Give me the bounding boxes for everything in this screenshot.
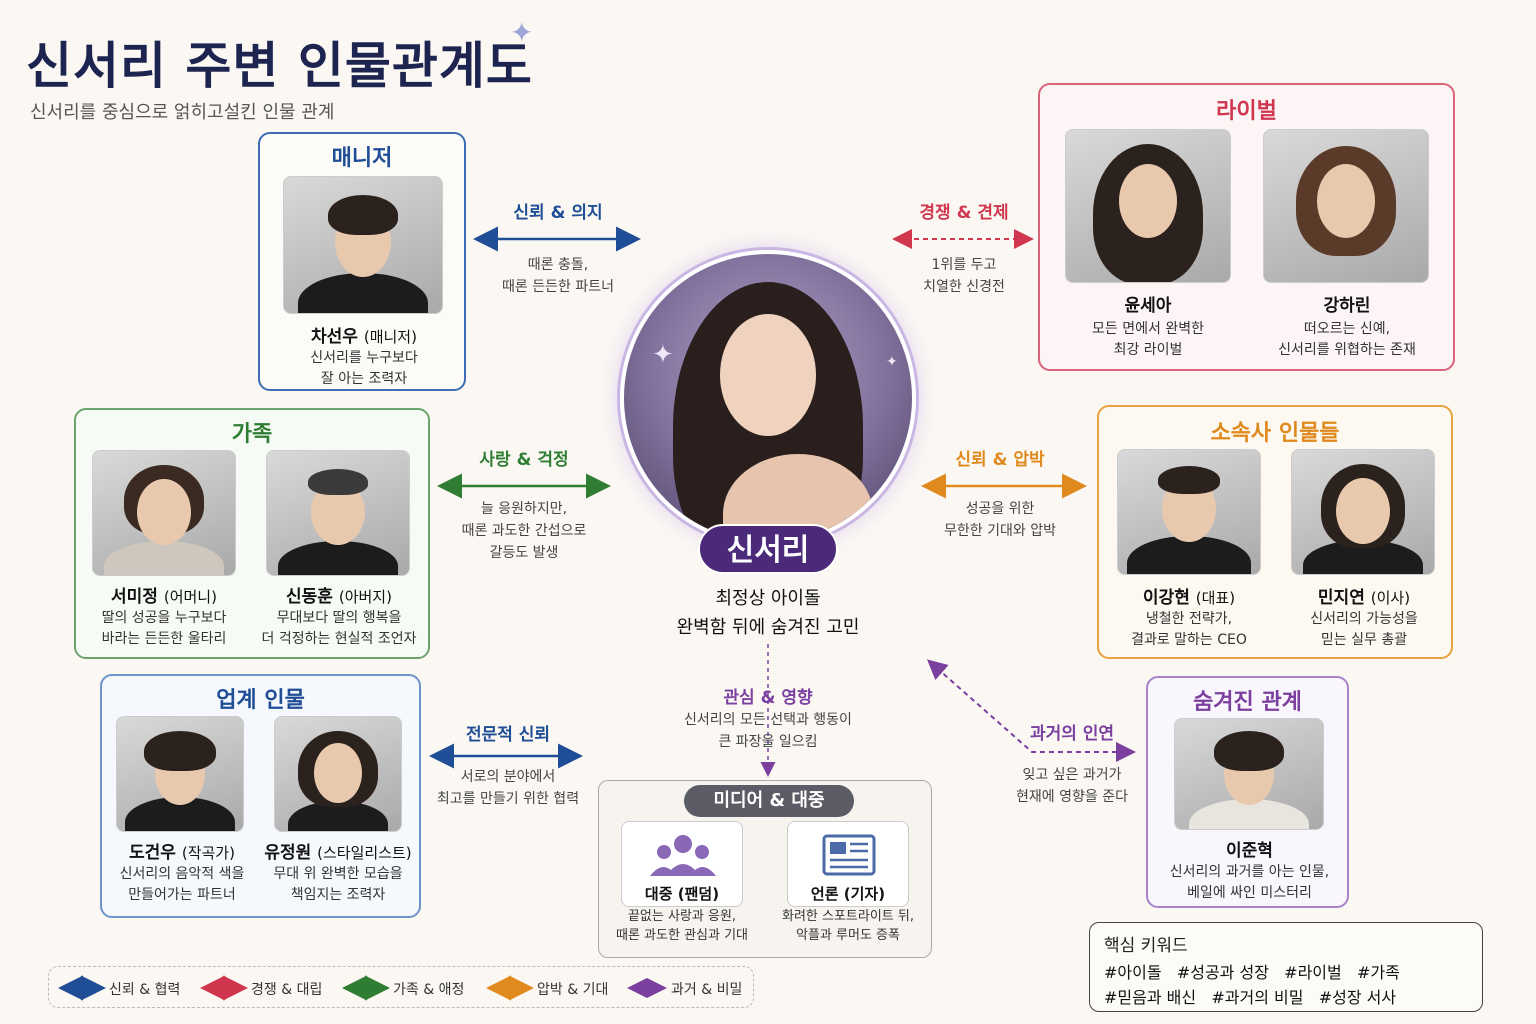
portrait-photo xyxy=(1291,449,1435,575)
legend-item: 신뢰 & 협력 xyxy=(109,982,181,998)
relation-label-hidden: 과거의 인연 xyxy=(1029,724,1115,744)
keywords-line: #아이돌 #성공과 성장 #라이벌 #가족 xyxy=(1104,963,1400,982)
group-media: 미디어 & 대중 대중 (팬덤) 끝없는 사랑과 응원,때론 과도한 관심과 기… xyxy=(598,780,932,958)
person-name: 유정원 (스타일리스트) xyxy=(264,843,412,863)
portrait-photo xyxy=(1065,129,1231,283)
group-hidden: 숨겨진 관계 이준혁 신서리의 과거를 아는 인물,베일에 싸인 미스터리 xyxy=(1146,676,1349,908)
group-title: 업계 인물 xyxy=(216,688,305,713)
keywords-line: #믿음과 배신 #과거의 비밀 #성장 서사 xyxy=(1104,988,1397,1007)
group-title: 매니저 xyxy=(331,146,393,171)
portrait-photo xyxy=(1174,718,1324,830)
person-name: 신동훈 (아버지) xyxy=(286,587,392,607)
arrow-hidden xyxy=(927,659,1136,762)
person-desc: 신서리의 과거를 아는 인물,베일에 싸인 미스터리 xyxy=(1169,864,1330,901)
person-name: 윤세아 xyxy=(1124,296,1172,316)
person-name: 도건우 (작곡가) xyxy=(129,843,235,863)
person-name: 이강현 (대표) xyxy=(1142,588,1236,608)
relation-label-rival: 경쟁 & 견제 xyxy=(919,203,1009,223)
media-desc: 끝없는 사랑과 응원,때론 과도한 관심과 기대 xyxy=(616,909,748,943)
newspaper-icon xyxy=(822,834,876,876)
relation-label-industry: 전문적 신뢰 xyxy=(465,725,551,745)
portrait-photo xyxy=(266,450,410,576)
portrait-photo xyxy=(283,176,443,314)
group-title: 가족 xyxy=(231,422,273,447)
center-name: 신서리 xyxy=(698,524,838,574)
relation-label-family: 사랑 & 걱정 xyxy=(479,450,569,470)
legend-arrows xyxy=(58,975,667,1001)
portrait-photo xyxy=(274,716,402,832)
media-card-press xyxy=(787,821,909,907)
person-desc: 냉철한 전략가,결과로 말하는 CEO xyxy=(1131,611,1247,648)
person-name: 차선우 (매니저) xyxy=(311,327,417,347)
portrait-photo xyxy=(1263,129,1429,283)
relation-label-media: 관심 & 영향 xyxy=(723,688,813,708)
portrait-photo xyxy=(92,450,236,576)
legend-item: 가족 & 애정 xyxy=(393,982,465,998)
legend-item: 과거 & 비밀 xyxy=(671,982,743,998)
keywords-box: 핵심 키워드 #아이돌 #성공과 성장 #라이벌 #가족 #믿음과 배신 #과거… xyxy=(1089,922,1483,1012)
group-title: 소속사 인물들 xyxy=(1210,421,1340,446)
person-name: 강하린 xyxy=(1323,296,1371,316)
media-desc: 화려한 스포트라이트 뒤,악플과 루머도 증폭 xyxy=(782,909,914,943)
portrait-photo xyxy=(1117,449,1261,575)
media-name: 언론 (기자) xyxy=(810,885,886,903)
keywords-title: 핵심 키워드 xyxy=(1104,936,1188,956)
media-title: 미디어 & 대중 xyxy=(684,785,854,817)
person-name: 서미정 (어머니) xyxy=(111,587,217,607)
legend-item: 경쟁 & 대립 xyxy=(251,982,323,998)
center-portrait: ✦ ✦ xyxy=(620,250,916,546)
person-desc: 떠오르는 신예,신서리를 위협하는 존재 xyxy=(1278,321,1416,358)
person-name: 이준혁 xyxy=(1226,841,1273,861)
relation-label-agency: 신뢰 & 압박 xyxy=(955,450,1045,470)
relation-label-manager: 신뢰 & 의지 xyxy=(513,203,603,223)
relation-desc-manager: 때론 충돌,때론 든든한 파트너 xyxy=(502,257,614,295)
media-name: 대중 (팬덤) xyxy=(644,885,720,903)
people-icon xyxy=(650,835,716,876)
legend-item: 압박 & 기대 xyxy=(537,982,609,998)
group-title: 라이벌 xyxy=(1216,99,1277,124)
page-title: 신서리 주변 인물관계도 xyxy=(26,37,533,95)
sparkle-icon: ✦ xyxy=(510,16,534,49)
group-title: 숨겨진 관계 xyxy=(1193,690,1302,715)
legend: 신뢰 & 협력 경쟁 & 대립 가족 & 애정 압박 & 기대 과거 & 비밀 xyxy=(48,966,754,1008)
group-agency: 소속사 인물들 이강현 (대표) 냉철한 전략가,결과로 말하는 CEO 민지연… xyxy=(1097,405,1453,659)
person-name: 민지연 (이사) xyxy=(1317,588,1411,608)
page-subtitle: 신서리를 중심으로 얽히고설킨 인물 관계 xyxy=(30,102,335,123)
media-card-public xyxy=(621,821,743,907)
portrait-photo xyxy=(116,716,244,832)
